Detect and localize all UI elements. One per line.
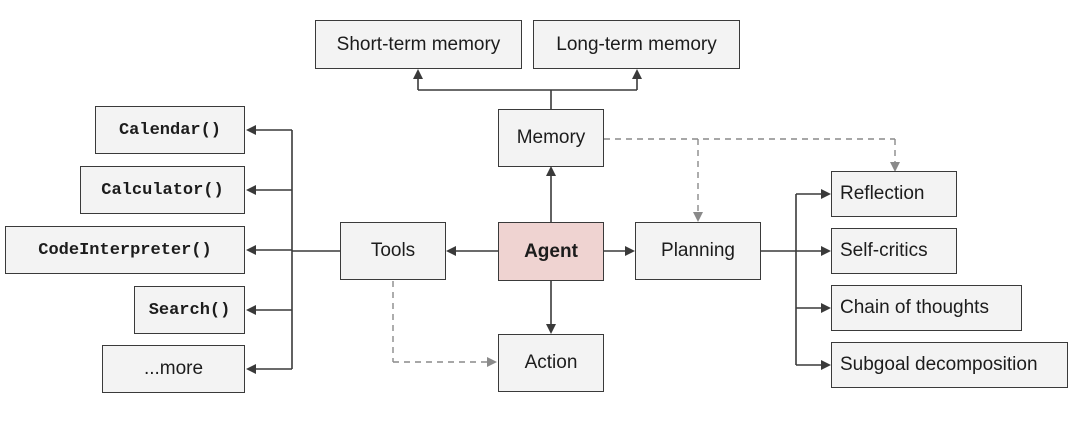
action-box: Action [498, 334, 604, 392]
memory-box: Memory [498, 109, 604, 167]
plan-subgoal-decomposition-box: Subgoal decomposition [831, 342, 1068, 388]
agent-box: Agent [498, 222, 604, 281]
tool-calculator-box: Calculator() [80, 166, 245, 214]
long-term-memory-box: Long-term memory [533, 20, 740, 69]
tool-search-box: Search() [134, 286, 245, 334]
plan-chain-of-thoughts-box: Chain of thoughts [831, 285, 1022, 331]
tool-more-box: ...more [102, 345, 245, 393]
tool-codeinterpreter-box: CodeInterpreter() [5, 226, 245, 274]
plan-selfcritics-box: Self-critics [831, 228, 957, 274]
tool-calendar-box: Calendar() [95, 106, 245, 154]
short-term-memory-box: Short-term memory [315, 20, 522, 69]
plan-reflection-box: Reflection [831, 171, 957, 217]
planning-box: Planning [635, 222, 761, 280]
tools-box: Tools [340, 222, 446, 280]
